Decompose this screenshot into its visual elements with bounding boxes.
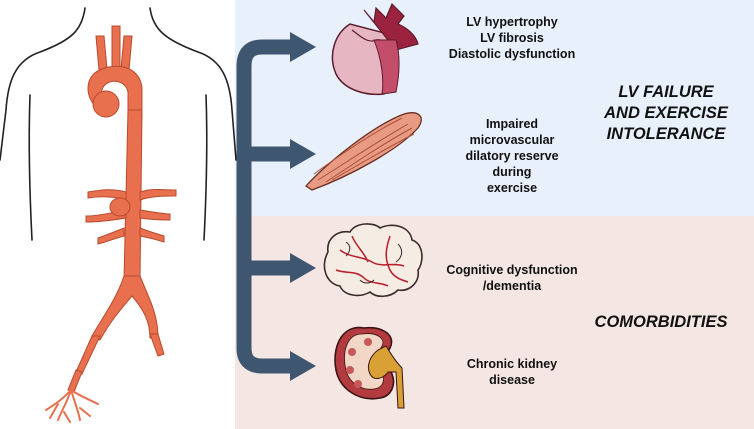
brain-icon — [323, 223, 423, 298]
femoral-branches-icon — [45, 389, 99, 423]
outcome-label-microvascular: Impaired microvascular dilatory reserve … — [465, 117, 559, 195]
arrow-head-kidney — [290, 351, 316, 381]
body-outline-icon — [0, 7, 237, 241]
branch-arrow-icon — [236, 39, 292, 374]
category-lv-failure: LV FAILURE AND EXERCISE INTOLERANCE — [604, 83, 728, 143]
arrow-head-heart — [290, 32, 316, 62]
outcome-label-kidney: Chronic kidney disease — [466, 357, 558, 387]
category-comorbidities: COMORBIDITIES — [594, 313, 728, 331]
panel-comorbidities — [235, 216, 754, 429]
aorta-icon — [67, 25, 177, 393]
arrow-heads — [290, 32, 316, 381]
arrow-head-muscle — [290, 139, 316, 169]
kidney-icon — [334, 326, 405, 409]
arrow-head-brain — [290, 253, 316, 283]
muscle-icon — [305, 112, 422, 191]
outcome-label-lv-remodeling: LV hypertrophy LV fibrosis Diastolic dys… — [448, 15, 576, 61]
heart-icon — [331, 2, 419, 96]
outcome-label-cognitive: Cognitive dysfunction /dementia — [446, 263, 578, 293]
